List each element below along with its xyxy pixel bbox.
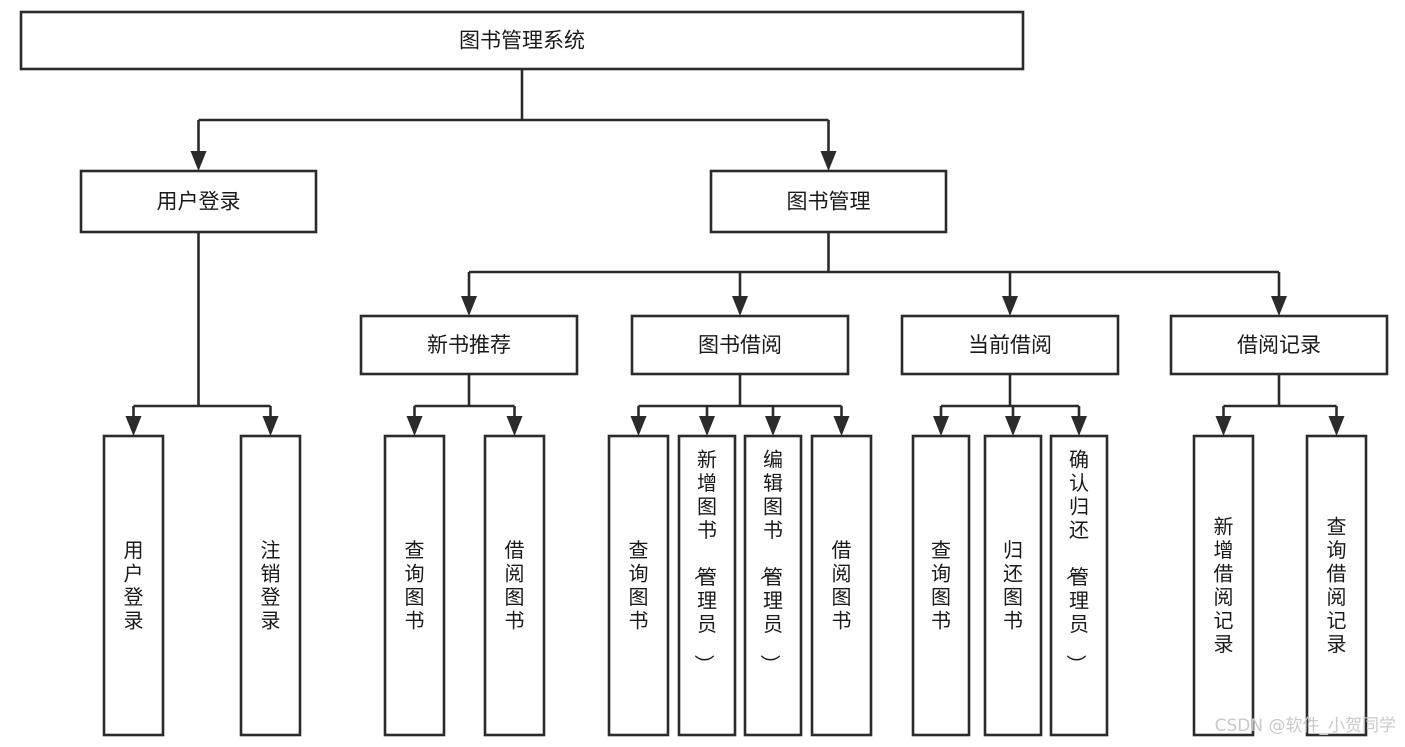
node-label-leaf-query-book-rec: 查询图书 (405, 538, 425, 633)
node-new-book-rec[interactable]: 新书推荐 (359, 314, 579, 376)
node-box-leaf-query-book-rec[interactable] (383, 434, 446, 737)
arrow-head-leaf-query-record (1328, 416, 1345, 436)
node-box-leaf-add-book[interactable] (677, 434, 737, 737)
node-leaf-query-record[interactable]: 查询借阅记录 (1305, 434, 1368, 737)
node-label-book-borrow: 图书借阅 (698, 333, 782, 357)
node-box-leaf-query-book-cur[interactable] (911, 434, 971, 737)
node-label-current-borrow: 当前借阅 (968, 333, 1052, 357)
node-box-new-book-rec[interactable] (359, 314, 579, 376)
node-leaf-borrow-book-rec[interactable]: 借阅图书 (483, 434, 546, 737)
node-box-leaf-add-record[interactable] (1192, 434, 1255, 737)
arrow-head-leaf-user-login (125, 416, 142, 436)
node-label-leaf-add-book: 新增图书（管理员） (692, 447, 717, 674)
node-box-borrow-record[interactable] (1169, 314, 1389, 376)
arrow-head-leaf-confirm-return (1071, 416, 1087, 436)
node-label-leaf-query-book-borrow: 查询图书 (629, 538, 649, 633)
node-box-root[interactable] (19, 10, 1025, 71)
arrow-head-leaf-edit-book (765, 416, 781, 436)
node-box-current-borrow[interactable] (900, 314, 1120, 376)
node-leaf-confirm-return[interactable]: 确认归还（管理员） (1049, 434, 1109, 737)
node-box-book-borrow[interactable] (630, 314, 850, 376)
node-box-leaf-edit-book[interactable] (743, 434, 803, 737)
node-leaf-query-book-borrow[interactable]: 查询图书 (607, 434, 670, 737)
node-box-leaf-confirm-return[interactable] (1049, 434, 1109, 737)
arrow-head-leaf-borrow-book (833, 416, 850, 436)
arrow-head-leaf-query-book-borrow (630, 416, 647, 436)
node-label-root: 图书管理系统 (459, 29, 585, 53)
node-user-login[interactable]: 用户登录 (79, 169, 318, 234)
arrow-head-leaf-logout (262, 416, 279, 436)
arrow-head-user-login (190, 151, 207, 171)
node-label-leaf-borrow-book-rec: 借阅图书 (505, 538, 525, 633)
node-label-leaf-user-login: 用户登录 (124, 538, 144, 633)
arrow-head-leaf-return-book (1005, 416, 1021, 436)
nodes-layer: 图书管理系统用户登录图书管理新书推荐图书借阅当前借阅借阅记录用户登录注销登录查询… (19, 10, 1389, 737)
node-leaf-logout[interactable]: 注销登录 (239, 434, 302, 737)
node-book-manage[interactable]: 图书管理 (709, 169, 948, 234)
node-label-borrow-record: 借阅记录 (1237, 333, 1321, 357)
node-label-leaf-add-record: 新增借阅记录 (1214, 514, 1234, 656)
node-label-leaf-logout: 注销登录 (261, 538, 281, 633)
node-box-user-login[interactable] (79, 169, 318, 234)
arrow-head-current-borrow (1002, 296, 1018, 316)
node-leaf-user-login[interactable]: 用户登录 (102, 434, 165, 737)
node-leaf-add-record[interactable]: 新增借阅记录 (1192, 434, 1255, 737)
node-leaf-add-book[interactable]: 新增图书（管理员） (677, 434, 737, 737)
arrow-head-leaf-query-book-cur (933, 416, 949, 436)
node-label-leaf-query-book-cur: 查询图书 (931, 538, 951, 633)
node-box-book-manage[interactable] (709, 169, 948, 234)
node-box-leaf-query-book-borrow[interactable] (607, 434, 670, 737)
node-box-leaf-return-book[interactable] (983, 434, 1043, 737)
node-label-leaf-confirm-return: 确认归还（管理员） (1064, 447, 1089, 674)
node-box-leaf-borrow-book[interactable] (810, 434, 873, 737)
node-label-leaf-return-book: 归还图书 (1003, 538, 1023, 633)
arrow-head-book-manage (820, 151, 837, 171)
csdn-watermark: CSDN @软件_小贺同学 (1215, 716, 1396, 736)
node-book-borrow[interactable]: 图书借阅 (630, 314, 850, 376)
arrow-head-leaf-query-book-rec (406, 416, 423, 436)
arrow-head-leaf-add-record (1215, 416, 1232, 436)
node-label-leaf-query-record: 查询借阅记录 (1327, 514, 1347, 656)
node-root[interactable]: 图书管理系统 (19, 10, 1025, 71)
node-label-user-login: 用户登录 (157, 190, 241, 214)
node-box-leaf-query-record[interactable] (1305, 434, 1368, 737)
node-label-leaf-borrow-book: 借阅图书 (832, 538, 852, 633)
arrow-head-book-borrow (732, 296, 748, 316)
node-current-borrow[interactable]: 当前借阅 (900, 314, 1120, 376)
arrow-head-leaf-borrow-book-rec (506, 416, 523, 436)
node-box-leaf-borrow-book-rec[interactable] (483, 434, 546, 737)
connectors-layer (125, 69, 1345, 436)
node-leaf-query-book-rec[interactable]: 查询图书 (383, 434, 446, 737)
arrow-head-new-book-rec (461, 296, 477, 316)
node-leaf-return-book[interactable]: 归还图书 (983, 434, 1043, 737)
node-box-leaf-logout[interactable] (239, 434, 302, 737)
node-leaf-query-book-cur[interactable]: 查询图书 (911, 434, 971, 737)
node-label-new-book-rec: 新书推荐 (427, 333, 511, 357)
node-borrow-record[interactable]: 借阅记录 (1169, 314, 1389, 376)
node-box-leaf-user-login[interactable] (102, 434, 165, 737)
node-label-leaf-edit-book: 编辑图书（管理员） (758, 447, 783, 674)
node-leaf-borrow-book[interactable]: 借阅图书 (810, 434, 873, 737)
node-label-book-manage: 图书管理 (787, 190, 871, 214)
node-leaf-edit-book[interactable]: 编辑图书（管理员） (743, 434, 803, 737)
arrow-head-borrow-record (1271, 296, 1287, 316)
arrow-head-leaf-add-book (699, 416, 715, 436)
